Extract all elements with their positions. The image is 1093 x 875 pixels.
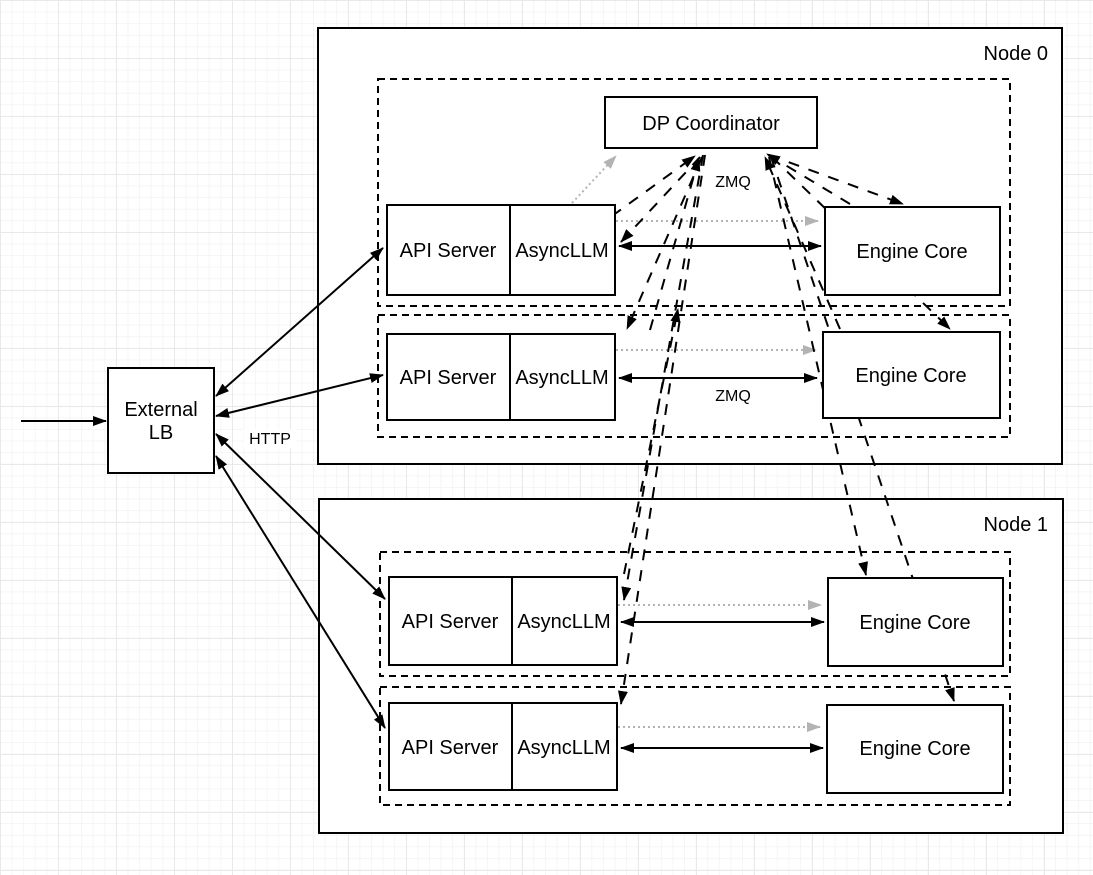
arrow-lb-api-n0r1 (215, 373, 384, 418)
engine-core-box-n0r1 (822, 331, 1001, 419)
node0-replica1-components (386, 331, 1001, 421)
arrow-lb-api-n0r0 (215, 247, 384, 397)
engine-core-label-n0r0: Engine Core (856, 241, 967, 263)
node1-replica1-components (388, 702, 1004, 794)
node1-replica0-components (388, 576, 1004, 667)
zmq-coordinator-label-bg (706, 172, 760, 191)
external-lb-label-line1: External (124, 399, 197, 421)
dashed-async-n0r0-to-coordinator (611, 155, 696, 217)
async-llm-label-n0r0: AsyncLLM (515, 240, 608, 262)
node0-replica0-group-box (377, 78, 1011, 307)
engine-core-label-n1r0: Engine Core (859, 612, 970, 634)
http-label: HTTP (249, 431, 291, 448)
engine-core-box-n1r1 (826, 704, 1004, 794)
async-llm-label-n1r0: AsyncLLM (517, 611, 610, 633)
asyncllm-enginecore-zmq-arrows (618, 241, 825, 753)
engine-core-box-n1r0 (827, 577, 1004, 667)
http-label-bg (244, 429, 296, 448)
edge-labels: ZMQ ZMQ HTTP (244, 172, 760, 448)
async-llm-label-n1r1: AsyncLLM (517, 737, 610, 759)
external-lb-label-line2: LB (149, 422, 173, 444)
node0-replica0-components (386, 204, 1001, 296)
engine-core-box-n0r0 (824, 206, 1001, 296)
node0-label: Node 0 (984, 43, 1049, 65)
external-lb-box (107, 367, 215, 474)
gray-arrow-async-coordinator (571, 155, 617, 204)
arrow-lb-api-n1r1 (215, 455, 386, 729)
async-llm-label-n0r1: AsyncLLM (515, 367, 608, 389)
engine-core-label-n0r1: Engine Core (855, 365, 966, 387)
api-server-label-n0r0: API Server (400, 240, 497, 262)
coordinator-zmq-dashed-arrows (611, 153, 955, 705)
dp-coordinator-box (604, 96, 818, 149)
api-async-box-n0r0 (386, 204, 616, 296)
engine-core-label-n1r1: Engine Core (859, 738, 970, 760)
api-async-box-n1r1 (388, 702, 618, 791)
http-arrows (21, 247, 386, 729)
dp-coordinator-label: DP Coordinator (642, 113, 780, 135)
api-server-label-n1r0: API Server (402, 611, 499, 633)
node1-label: Node 1 (984, 514, 1049, 536)
node1-replica1-group-box (379, 686, 1011, 806)
api-server-label-n1r1: API Server (402, 737, 499, 759)
zmq-engine-label-bg (706, 386, 760, 405)
dashed-coordinator-to-async-n1r1 (618, 154, 706, 705)
dashed-coordinator-to-async-n0r1 (626, 156, 703, 330)
gray-dotted-arrows (571, 155, 822, 732)
dashed-async-n1r0-to-coordinator (623, 308, 681, 575)
zmq-engine-label: ZMQ (715, 388, 751, 405)
api-async-box-n0r1 (386, 333, 616, 421)
dashed-ec-n0r1-to-coordinator (764, 156, 841, 330)
zmq-coordinator-label: ZMQ (715, 174, 751, 191)
dashed-ec-n0r0-to-coordinator (766, 153, 851, 205)
dashed-coordinator-to-ec-n0r0 (768, 154, 904, 205)
dashed-coordinator-to-ec-n1r0 (768, 156, 868, 576)
dashed-async-n0r1-to-coordinator (649, 157, 701, 331)
api-async-box-n1r0 (388, 576, 618, 666)
api-server-label-n0r1: API Server (400, 367, 497, 389)
